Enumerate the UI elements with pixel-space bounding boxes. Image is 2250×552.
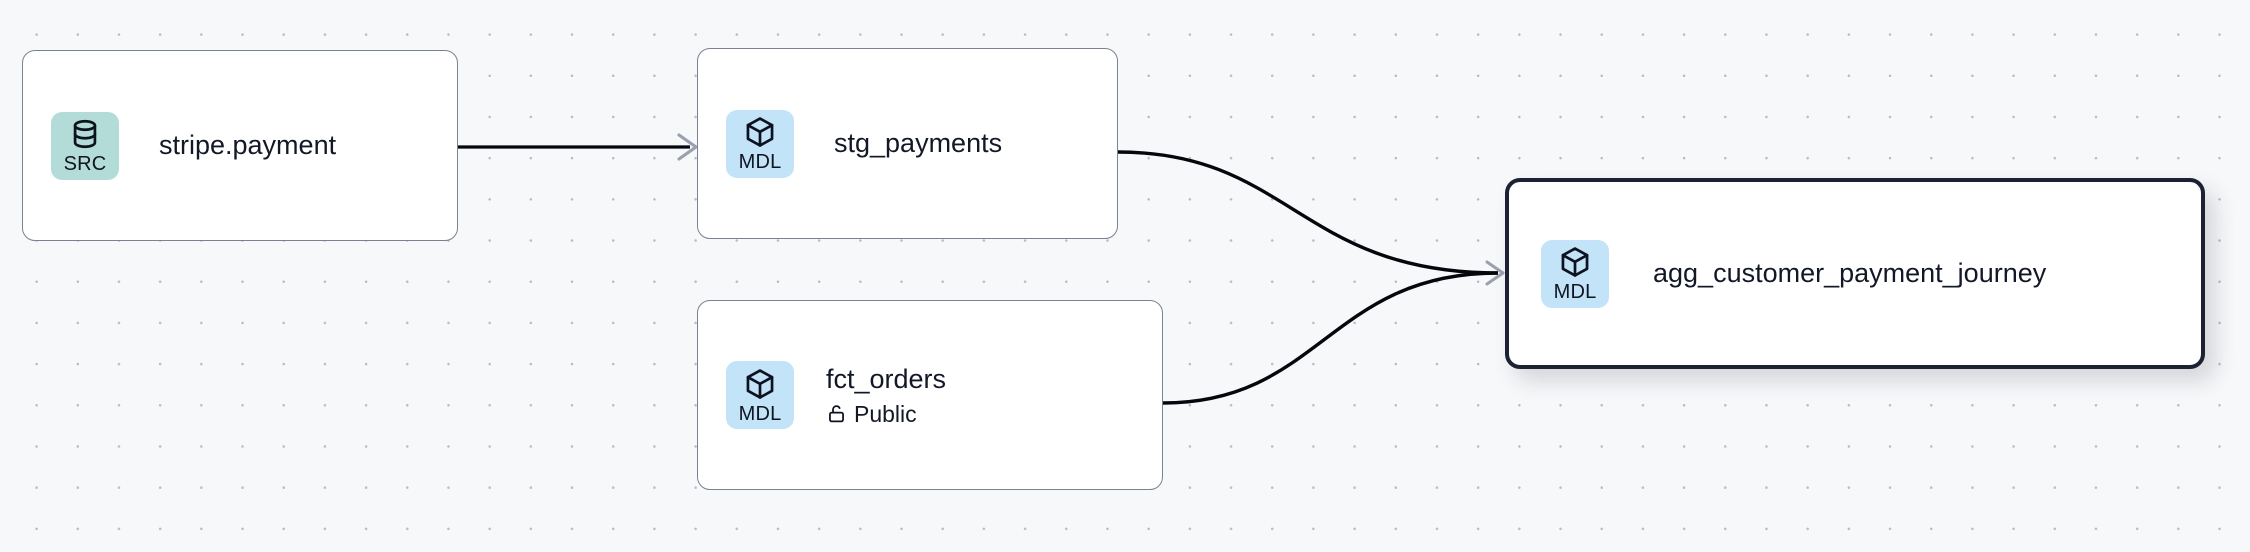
node-title: stripe.payment xyxy=(159,130,337,160)
node-title: agg_customer_payment_journey xyxy=(1653,258,2047,288)
node-content: fct_orders Public xyxy=(826,363,946,428)
node-agg-customer-payment-journey[interactable]: MDL agg_customer_payment_journey xyxy=(1505,178,2205,369)
database-icon xyxy=(73,119,97,149)
cube-icon xyxy=(746,368,774,399)
node-content: stg_payments xyxy=(834,127,1002,160)
cube-icon xyxy=(1561,247,1589,277)
node-content: stripe.payment xyxy=(159,129,336,162)
arrowhead-into-agg-customer-payment-journey xyxy=(1485,260,1505,286)
model-badge-label: MDL xyxy=(738,402,782,425)
model-badge: MDL xyxy=(726,361,794,429)
node-visibility: Public xyxy=(826,400,946,428)
node-title: stg_payments xyxy=(834,128,1003,158)
source-badge: SRC xyxy=(51,111,119,180)
edge-fct-orders-to-agg-customer-payment-journey xyxy=(1162,271,1499,405)
edge-stripe-payment-to-stg-payments xyxy=(458,133,698,161)
unlock-icon xyxy=(829,405,844,423)
node-title: fct_orders xyxy=(826,363,947,394)
node-fct-orders[interactable]: MDL fct_orders Public xyxy=(697,300,1163,490)
model-badge-label: MDL xyxy=(1553,281,1597,303)
node-stripe-payment[interactable]: SRC stripe.payment xyxy=(22,50,458,241)
source-badge-label: SRC xyxy=(63,153,107,175)
model-badge: MDL xyxy=(1541,239,1609,308)
cube-icon xyxy=(746,117,774,147)
model-badge: MDL xyxy=(726,109,794,178)
node-content: agg_customer_payment_journey xyxy=(1653,257,2046,290)
node-stg-payments[interactable]: MDL stg_payments xyxy=(697,48,1118,239)
model-badge-label: MDL xyxy=(738,151,782,173)
edge-stg-payments-to-agg-customer-payment-journey xyxy=(1117,150,1499,275)
node-visibility-label: Public xyxy=(854,400,917,427)
